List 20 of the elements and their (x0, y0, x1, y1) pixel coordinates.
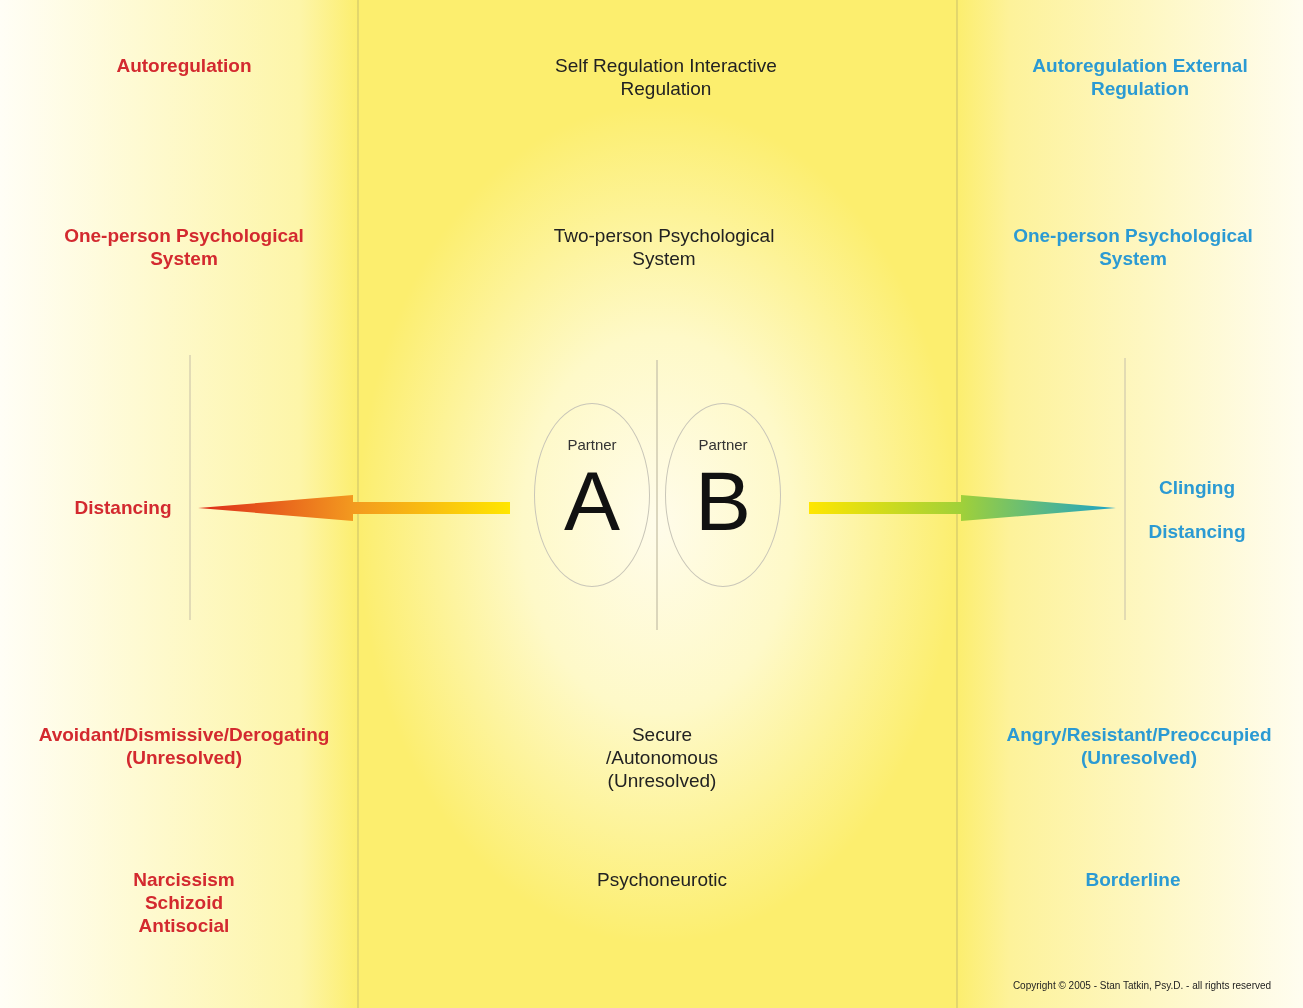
category-label: Autoregulation (115, 55, 253, 78)
category-label: Psychoneurotic (596, 869, 728, 892)
category-label: Autoregulation External Regulation (1031, 55, 1249, 101)
category-label: Angry/Resistant/Preoccupied (Unresolved) (1005, 724, 1273, 770)
category-label: Secure /Autonomous (Unresolved) (605, 724, 719, 793)
category-label: Narcissism Schizoid Antisocial (132, 869, 236, 938)
category-label: One-person Psychological System (1013, 225, 1253, 271)
behavior-label: Clinging (1159, 477, 1235, 499)
partner-caption: Partner (698, 436, 748, 453)
category-label: Two-person Psychological System (552, 225, 776, 271)
behavior-label: Distancing (1148, 521, 1246, 543)
partner-caption: Partner (567, 436, 617, 453)
copyright-note: Copyright © 2005 - Stan Tatkin, Psy.D. - all rights reserved (1011, 980, 1273, 992)
category-label: Self Regulation Interactive Regulation (554, 55, 778, 101)
partner-letter: A (564, 459, 620, 543)
category-label: One-person Psychological System (64, 225, 304, 271)
behavior-label: Distancing (74, 497, 172, 519)
category-label: Borderline (1084, 869, 1182, 892)
partner-letter: B (695, 459, 751, 543)
category-label: Avoidant/Dismissive/Derogating (Unresolved) (37, 724, 331, 770)
